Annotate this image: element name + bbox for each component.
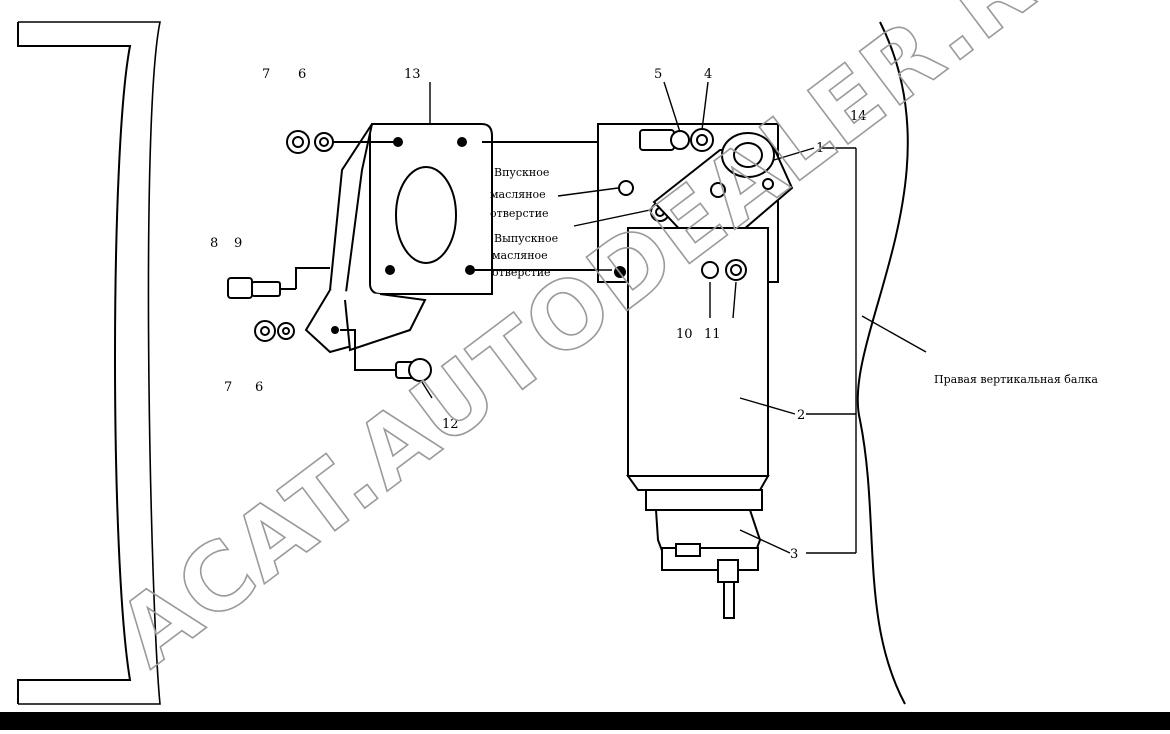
callout-6-bottom: 6 <box>255 380 263 395</box>
fitting-8-9 <box>227 267 330 299</box>
callout-7-top: 7 <box>262 67 270 82</box>
callout-4: 4 <box>704 67 712 82</box>
right-frame-rail <box>856 21 909 705</box>
inlet-note-line-2: масляное <box>490 188 546 201</box>
callout-7-bottom: 7 <box>224 380 232 395</box>
callout-8: 8 <box>210 236 218 251</box>
bottom-border <box>0 712 1170 730</box>
callout-10: 10 <box>676 327 693 342</box>
watermark: ACAT.AUTODEALER.RU <box>99 0 1115 688</box>
leader-lines <box>421 81 927 554</box>
callout-6-top: 6 <box>298 67 306 82</box>
callout-12: 12 <box>442 417 459 432</box>
mounting-bracket <box>304 123 493 354</box>
callout-9: 9 <box>234 236 242 251</box>
callout-3: 3 <box>790 547 798 562</box>
inlet-note: Впускное масляное отверстие <box>490 166 549 220</box>
callout-1: 1 <box>816 141 824 156</box>
outlet-note: Выпускное масляное отверстие <box>492 232 558 279</box>
side-member-note: Правая вертикальная балка <box>934 373 1098 386</box>
callout-labels: 1 2 3 4 5 6 6 7 7 8 9 10 11 12 13 14 <box>210 67 867 562</box>
fitting-4-5 <box>639 128 714 152</box>
outlet-note-line-2: масляное <box>492 249 548 262</box>
water-separator <box>645 489 763 619</box>
callout-11: 11 <box>704 327 721 342</box>
bolt-12 <box>340 329 432 382</box>
outlet-note-line-1: Выпускное <box>494 232 558 245</box>
left-frame-rail <box>17 21 161 705</box>
callout-13: 13 <box>404 67 421 82</box>
nut-washer-bottom <box>254 320 295 342</box>
nut-washer-top <box>286 130 398 154</box>
callout-5: 5 <box>654 67 662 82</box>
filter-canister <box>626 227 770 491</box>
outlet-note-line-3: отверстие <box>492 266 551 279</box>
callout-14: 14 <box>850 109 867 124</box>
inlet-note-line-3: отверстие <box>490 207 549 220</box>
inlet-note-line-1: Впускное <box>494 166 549 179</box>
callout-2: 2 <box>797 408 805 423</box>
